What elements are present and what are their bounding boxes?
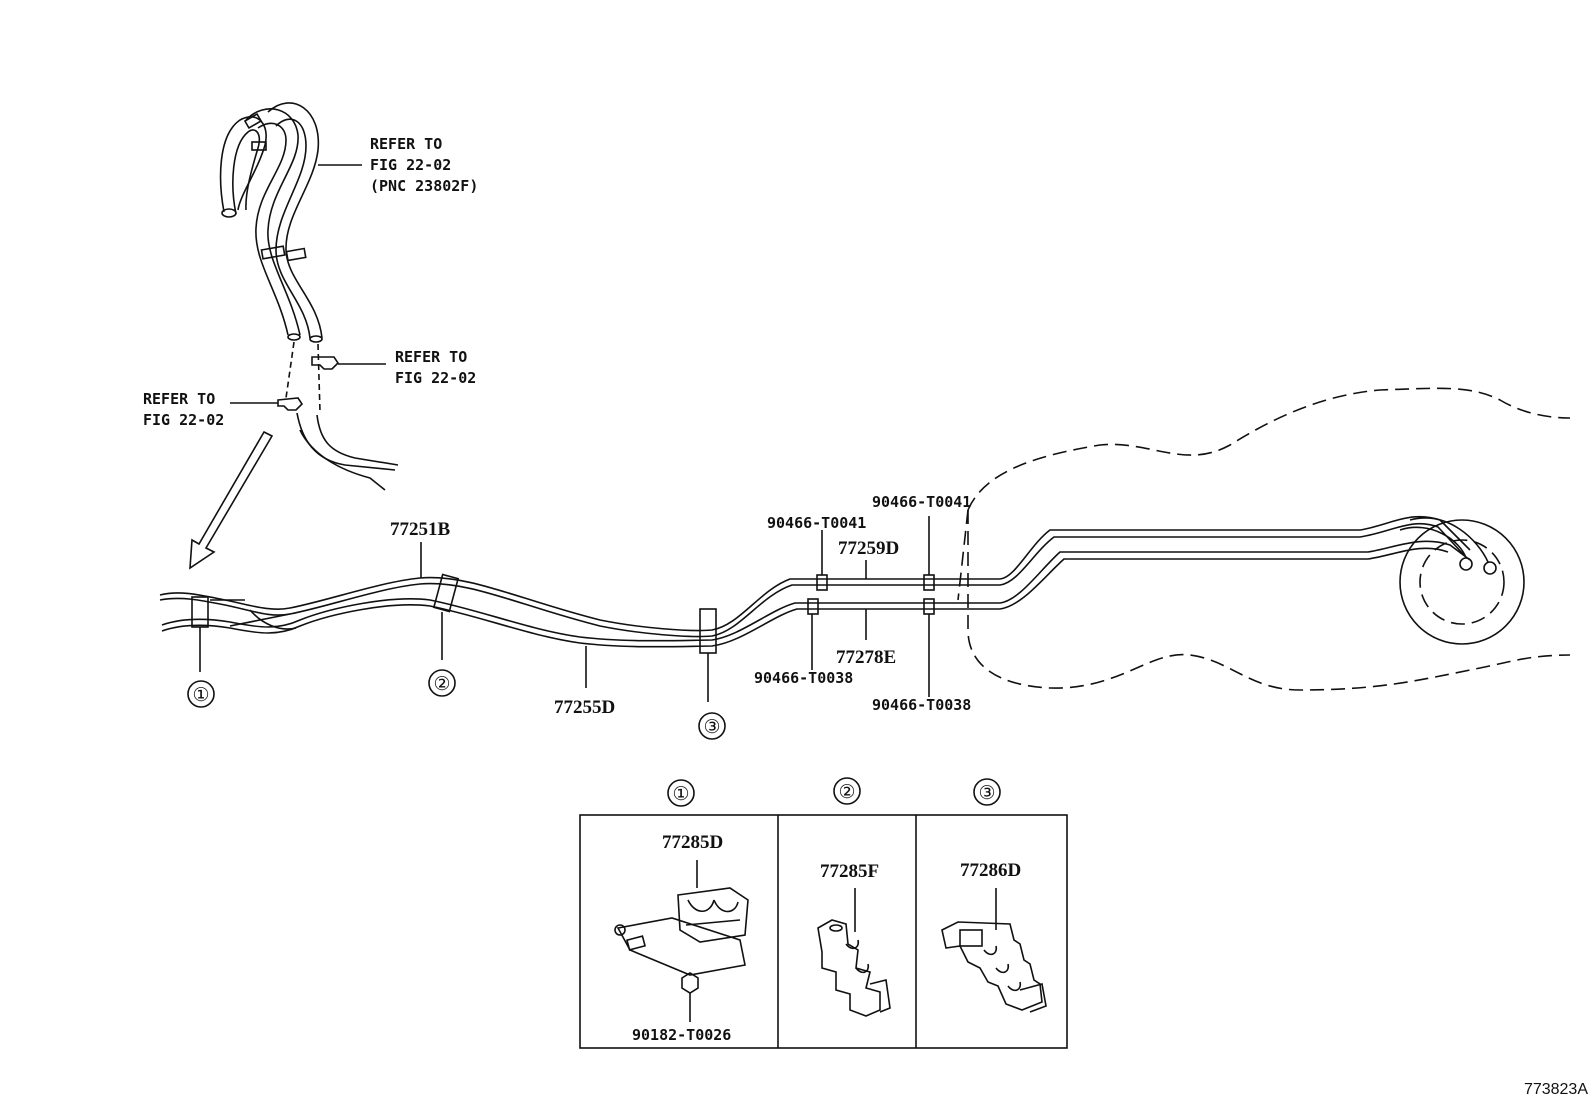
detail-head-1-ring (667, 779, 695, 807)
hose-clip-upper (311, 356, 386, 370)
clamp-1-graphic (191, 596, 209, 672)
part-77278E: 77278E (836, 647, 896, 668)
clamp-77286D-illustration (941, 888, 1047, 1013)
detail-head-3: ③ (978, 783, 995, 804)
part-90466-T0038-right: 90466-T0038 (872, 696, 971, 714)
part-77255D: 77255D (554, 697, 615, 718)
refer-mid-line1: REFER TO (395, 348, 467, 366)
clamp-2-graphic (432, 573, 460, 660)
callout-3: ③ (703, 717, 720, 738)
detail-head-3-ring (973, 778, 1001, 806)
fuel-tank-outline (957, 387, 1571, 691)
part-90466-T0041-left: 90466-T0041 (767, 514, 866, 532)
part-90466-T0038-left: 90466-T0038 (754, 669, 853, 687)
clamp-3-graphic (699, 608, 717, 702)
hose-clip-lower (230, 397, 304, 411)
callout-2-ring (428, 669, 456, 697)
clamp-77285F-illustration (817, 888, 891, 1017)
refer-top-line1: REFER TO (370, 135, 442, 153)
figure-id: 773823A (1524, 1081, 1588, 1098)
detail-part-90182-T0026: 90182-T0026 (632, 1026, 731, 1044)
detail-panel (579, 814, 1068, 1049)
detail-head-2: ② (838, 782, 855, 803)
refer-left-line1: REFER TO (143, 390, 215, 408)
refer-left-line2: FIG 22-02 (143, 411, 224, 429)
detail-part-77285D: 77285D (662, 832, 723, 853)
upper-hose-assembly (219, 102, 362, 343)
detail-head-1: ① (672, 784, 689, 805)
detail-head-2-ring (833, 777, 861, 805)
view-arrow (189, 430, 274, 570)
detail-part-77285F: 77285F (820, 861, 879, 882)
callout-1-ring (187, 680, 215, 708)
callout-2: ② (433, 674, 450, 695)
pipe-stubs (296, 412, 399, 491)
joint-sleeves (807, 516, 935, 697)
detail-part-77286D: 77286D (960, 860, 1021, 881)
refer-top-line3: (PNC 23802F) (370, 177, 478, 195)
refer-mid-line2: FIG 22-02 (395, 369, 476, 387)
callout-3-ring (698, 712, 726, 740)
callout-1: ① (192, 685, 209, 706)
refer-top-line2: FIG 22-02 (370, 156, 451, 174)
part-77259D: 77259D (838, 538, 899, 559)
part-77251B: 77251B (390, 519, 451, 540)
clamp-77285D-illustration (614, 860, 749, 1022)
connection-dashes (285, 341, 321, 413)
part-90466-T0041-right: 90466-T0041 (872, 493, 971, 511)
main-fuel-lines (159, 515, 1471, 648)
